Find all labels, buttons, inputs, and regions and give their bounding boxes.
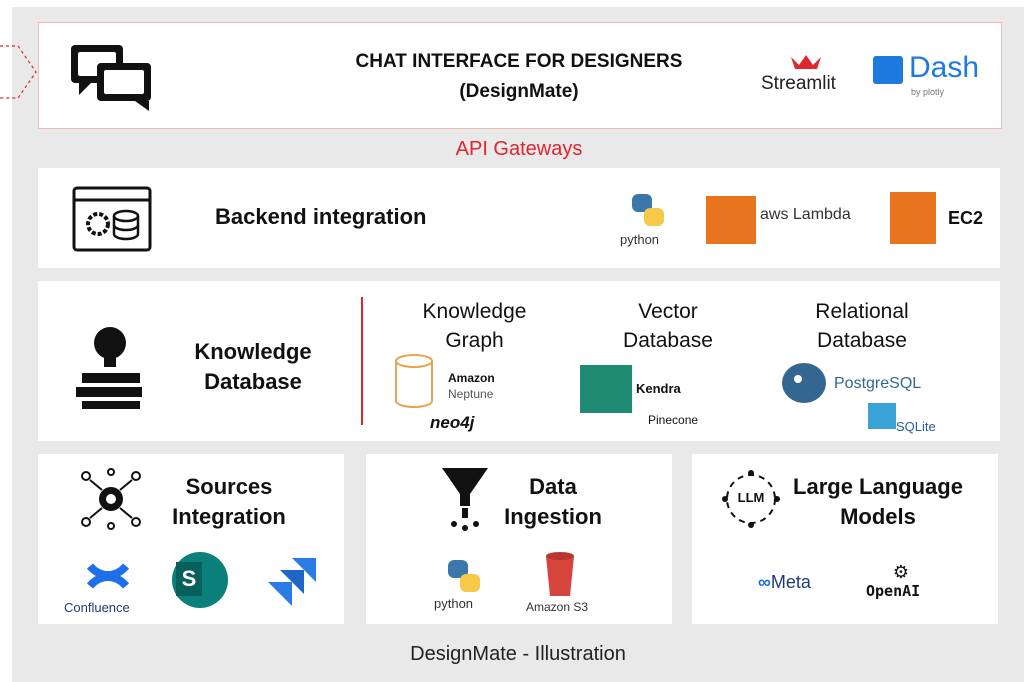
lightbulb-books-icon [76, 327, 142, 409]
dash-logo: Dash by plotly [873, 51, 993, 103]
knowledge-db-title-line2: Database [204, 369, 302, 394]
dash-grid-icon [873, 56, 903, 84]
api-gateway-label: API Gateways [455, 137, 583, 160]
chat-title-line2: (DesignMate) [459, 81, 579, 102]
gear-network-icon [81, 468, 141, 530]
chat-title: CHAT INTERFACE FOR DESIGNERS (DesignMate… [289, 47, 749, 107]
knowledge-graph-heading: Knowledge Graph [402, 297, 547, 355]
aws-lambda-icon [706, 196, 756, 244]
neptune-name-text: Neptune [448, 387, 494, 401]
confluence-icon [86, 563, 130, 589]
dash-sub-text: by plotly [911, 87, 945, 97]
ec2-text: EC2 [948, 208, 984, 228]
openai-text: OpenAI [866, 582, 921, 600]
amazon-neptune-icon [395, 354, 433, 408]
dash-text: Dash [909, 51, 980, 84]
pointer-arrow-icon [0, 45, 37, 99]
postgresql-text: PostgreSQL [834, 375, 922, 392]
knowledge-db-title: Knowledge Database [178, 337, 328, 397]
funnel-icon [442, 468, 488, 531]
llm-panel: LLM Large Language Models ∞Meta ⚙ OpenAI [692, 454, 998, 624]
llm-icon [722, 470, 780, 528]
confluence-text: Confluence [64, 600, 130, 615]
knowledge-db-title-line1: Knowledge [194, 339, 312, 364]
ingestion-python-text: python [434, 596, 474, 611]
meta-logo: ∞Meta [758, 572, 811, 593]
aws-lambda-text: aws Lambda [760, 206, 851, 223]
ingestion-panel: Data Ingestion python Amazon S3 [366, 454, 672, 624]
llm-icon-text: LLM [737, 490, 765, 505]
amazon-s3-text: Amazon S3 [526, 600, 589, 614]
meta-infinity-icon: ∞ [758, 572, 771, 592]
chat-bubbles-icon [71, 45, 151, 111]
kg-line2: Graph [445, 329, 504, 352]
gear-database-icon [72, 186, 152, 252]
knowledge-db-divider [361, 297, 363, 425]
relational-db-heading: Relational Database [800, 297, 924, 355]
meta-text: Meta [770, 572, 811, 592]
chat-title-line1: CHAT INTERFACE FOR DESIGNERS [355, 51, 683, 72]
ingestion-title: Data Ingestion [484, 472, 622, 532]
vector-db-heading: Vector Database [606, 297, 730, 355]
rdb-line1: Relational [815, 300, 909, 323]
ingestion-title-line2: Ingestion [504, 504, 602, 529]
sources-title: Sources Integration [158, 472, 300, 532]
postgresql-elephant-icon [782, 363, 826, 403]
sources-title-line2: Integration [172, 504, 286, 529]
llm-title: Large Language Models [788, 472, 968, 532]
kendra-icon [580, 365, 632, 413]
llm-title-line1: Large Language [793, 474, 963, 499]
jira-icon [268, 558, 316, 606]
streamlit-crown-icon [791, 55, 821, 69]
pinecone-text: Pinecone [648, 413, 699, 427]
streamlit-logo: Streamlit [759, 53, 859, 103]
python-logo-icon [632, 194, 664, 226]
backend-title: Backend integration [215, 204, 427, 229]
openai-icon: ⚙ [892, 562, 910, 582]
llm-title-line2: Models [840, 504, 916, 529]
diagram-caption: DesignMate - Illustration [410, 642, 626, 665]
ingestion-title-line1: Data [529, 474, 577, 499]
backend-panel: Backend integration python aws Lambda EC… [38, 168, 1000, 268]
sqlite-text: SQLite [896, 419, 936, 434]
ingestion-python-icon [448, 560, 480, 592]
sqlite-icon [868, 403, 896, 429]
rdb-line2: Database [817, 329, 907, 352]
sources-title-line1: Sources [185, 474, 273, 499]
backend-python-text: python [620, 232, 660, 247]
sources-panel: Sources Integration Confluence S [38, 454, 344, 624]
vdb-line1: Vector [638, 300, 698, 323]
vdb-line2: Database [623, 329, 713, 352]
neptune-amazon-text: Amazon [448, 371, 495, 385]
sharepoint-letter: S [176, 562, 202, 596]
amazon-s3-icon [546, 552, 574, 596]
neo4j-logo-text: neo4j [430, 413, 475, 432]
ec2-icon [890, 192, 936, 244]
kendra-text: Kendra [636, 381, 681, 396]
chat-interface-panel: CHAT INTERFACE FOR DESIGNERS (DesignMate… [38, 22, 1002, 129]
streamlit-text: Streamlit [761, 73, 836, 94]
knowledge-db-panel: Knowledge Database Knowledge Graph Amazo… [38, 281, 1000, 441]
kg-line1: Knowledge [422, 300, 527, 323]
